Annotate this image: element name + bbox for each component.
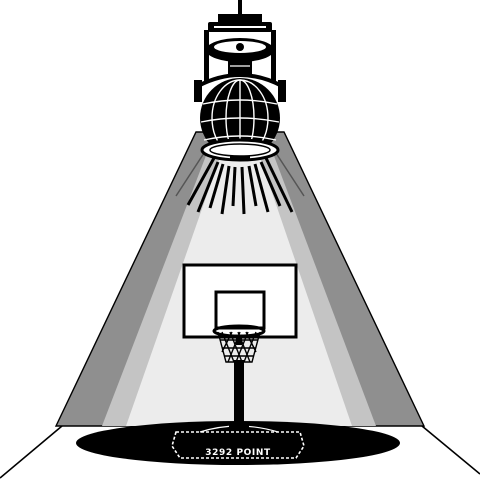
floor-lines: [0, 425, 480, 479]
hoop-net: [217, 331, 261, 363]
spotlight-lamp-icon: [194, 0, 286, 162]
court-marking-text: 3292 POINT: [205, 448, 271, 458]
basketball-hoop-icon: [182, 263, 298, 428]
